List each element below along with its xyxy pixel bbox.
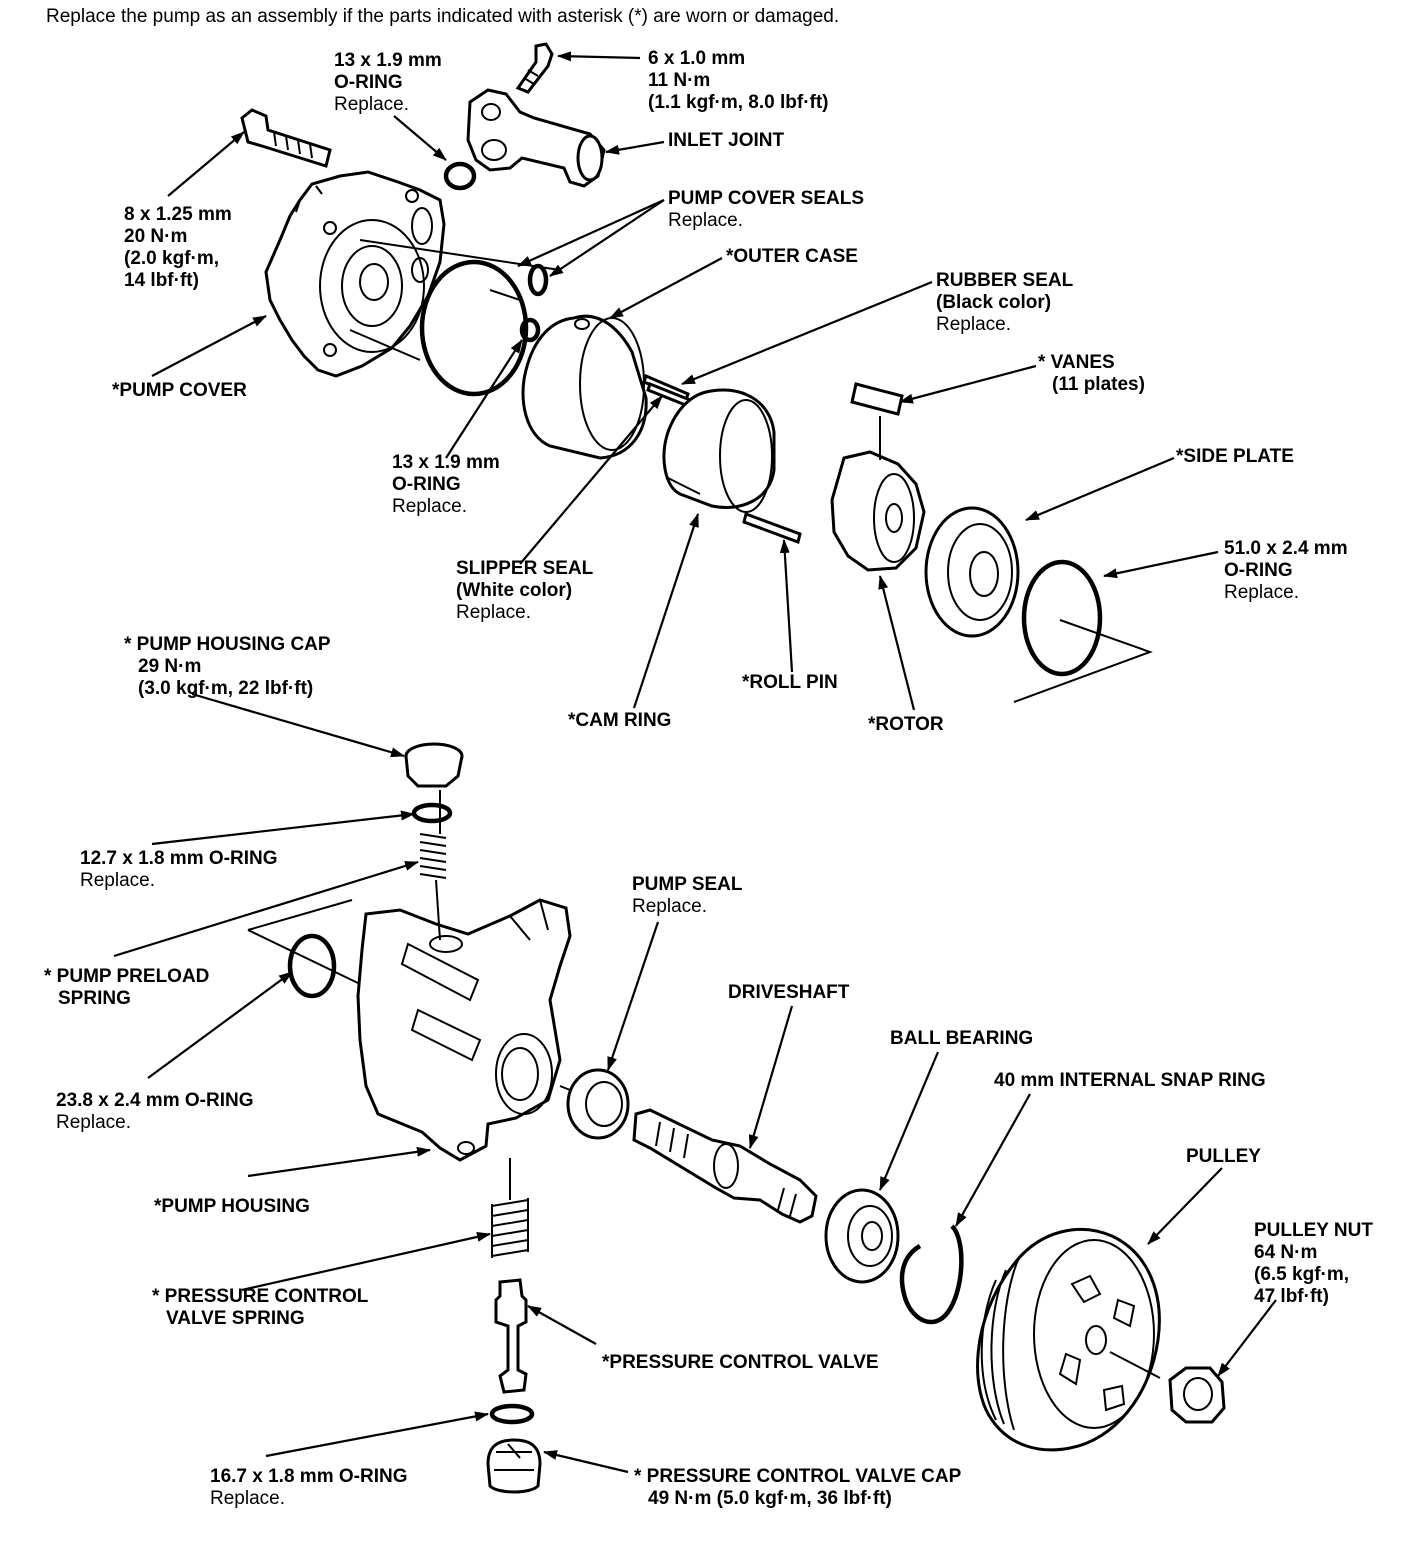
pump-cover-part: [264, 170, 446, 378]
cam-ring-part: [662, 388, 776, 513]
pump-cover-seal-large-part: [419, 259, 529, 397]
label-driveshaft: DRIVESHAFT: [728, 982, 850, 1003]
label-outer-case: *OUTER CASE: [726, 246, 858, 267]
pump-cover-seal-small-part: [527, 263, 549, 297]
bolt-8mm-part: [240, 108, 332, 168]
oring-13mm-top-part: [443, 161, 477, 191]
snap-ring-part: [899, 1224, 964, 1325]
label-vanes: * VANES(11 plates): [1038, 352, 1145, 395]
rotor-part: [830, 450, 926, 572]
pump-seal-part: [566, 1068, 630, 1140]
bolt-6mm-part: [515, 42, 554, 94]
driveshaft-part: [632, 1108, 818, 1224]
pcv-spring-part: [491, 1198, 529, 1258]
pump-housing-cap-part: [404, 742, 464, 788]
label-rubber-seal: RUBBER SEAL(Black color)Replace.: [936, 270, 1074, 335]
ball-bearing-part: [824, 1188, 900, 1284]
label-snap-ring: 40 mm INTERNAL SNAP RING: [994, 1070, 1266, 1091]
oring-12-7mm-part: [411, 802, 453, 824]
label-roll-pin: *ROLL PIN: [742, 672, 838, 693]
oring-23-8mm-part: [287, 933, 337, 999]
oring-13mm-mid-part: [519, 317, 541, 343]
side-plate-part: [924, 506, 1020, 638]
label-rotor: *ROTOR: [868, 714, 944, 735]
roll-pin-part: [742, 512, 802, 544]
oring-51mm-part: [1021, 559, 1103, 677]
leader-lines: [113, 51, 1277, 1474]
pulley-nut-part: [1168, 1366, 1226, 1424]
label-pcv: *PRESSURE CONTROL VALVE: [602, 1352, 879, 1373]
pump-preload-spring-part: [419, 833, 447, 879]
pulley-part: [976, 1228, 1161, 1452]
pump-housing-part: [356, 898, 572, 1162]
label-pump-housing: *PUMP HOUSING: [154, 1196, 310, 1217]
diagram-header-note: Replace the pump as an assembly if the p…: [46, 6, 840, 27]
label-ball-bearing: BALL BEARING: [890, 1028, 1034, 1049]
label-cam-ring: *CAM RING: [568, 710, 672, 731]
vane-plate-part: [850, 382, 904, 416]
label-pump-cover: *PUMP COVER: [112, 380, 247, 401]
pcv-cap-part: [486, 1438, 542, 1494]
rubber-seal-part: [642, 373, 692, 408]
label-inlet-joint: INLET JOINT: [668, 130, 785, 151]
pcv-part: [494, 1278, 528, 1394]
oring-16-7mm-part: [489, 1403, 535, 1425]
label-pulley: PULLEY: [1186, 1146, 1261, 1167]
inlet-joint-part: [466, 88, 606, 188]
label-side-plate: *SIDE PLATE: [1176, 446, 1294, 467]
label-slipper-seal: SLIPPER SEAL(White color)Replace.: [456, 558, 594, 623]
